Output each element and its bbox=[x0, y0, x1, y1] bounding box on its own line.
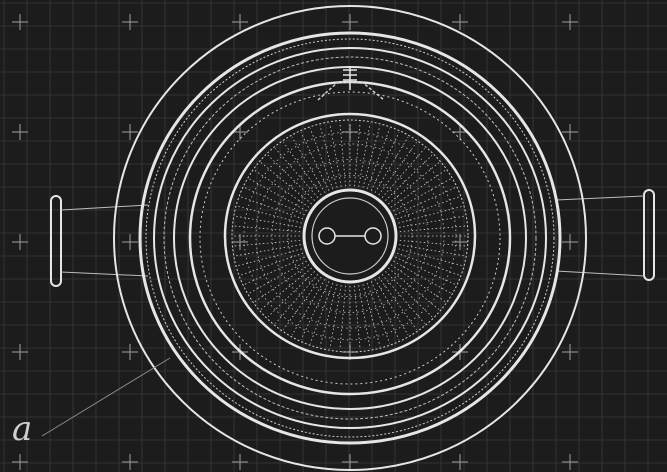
reflector-radial-line bbox=[300, 281, 330, 340]
reflector-radial-line bbox=[240, 196, 304, 220]
top-bracket bbox=[317, 66, 385, 101]
reflector-radial-lines bbox=[234, 121, 466, 351]
reflector-radial-line bbox=[240, 252, 304, 276]
reflector-dish bbox=[223, 112, 477, 360]
reflector-radial-line bbox=[381, 148, 425, 198]
reflector-radial-line bbox=[374, 136, 409, 193]
reflector-radial-line bbox=[385, 271, 433, 318]
reflector-radial-line bbox=[237, 206, 302, 224]
reflector-radial-line bbox=[374, 279, 409, 336]
reflector-ring bbox=[255, 143, 445, 329]
reflector-radial-line bbox=[378, 142, 417, 196]
reflector-radial-line bbox=[234, 225, 301, 232]
reflector-radial-line bbox=[399, 240, 466, 247]
reflector-ring bbox=[243, 131, 457, 341]
reflector-radial-line bbox=[399, 215, 465, 228]
reflector-radial-line bbox=[362, 125, 381, 188]
reflector-ring bbox=[271, 159, 429, 313]
reflector-radial-line bbox=[370, 281, 400, 340]
reflector-radial-line bbox=[354, 285, 361, 350]
reflector-radial-line bbox=[339, 285, 346, 350]
reflector-radial-line bbox=[370, 132, 400, 191]
reflector-radial-line bbox=[399, 244, 465, 257]
left-mounting-bar bbox=[50, 195, 149, 287]
reflector-radial-line bbox=[283, 276, 322, 330]
reflector-radial-line bbox=[358, 123, 371, 187]
reflector-radial-line bbox=[395, 187, 456, 216]
reflector-radial-line bbox=[395, 256, 456, 285]
reflector-radial-line bbox=[399, 225, 466, 232]
annotation-label: a bbox=[12, 409, 33, 449]
reflector-radial-line bbox=[275, 148, 319, 198]
reflector-radial-line bbox=[237, 248, 302, 266]
reflector-radial-line bbox=[309, 282, 334, 344]
reflector-radial-line bbox=[339, 122, 346, 187]
annotation-leader-line bbox=[41, 357, 171, 437]
reflector-radial-line bbox=[390, 170, 446, 208]
reflector-radial-line bbox=[388, 162, 440, 205]
body-rings bbox=[138, 31, 562, 445]
reflector-radial-line bbox=[354, 122, 361, 187]
reflector-radial-line bbox=[366, 282, 391, 344]
reflector-radial-line bbox=[366, 128, 391, 190]
right-mounting-bar bbox=[555, 189, 655, 281]
reflector-radial-line bbox=[244, 187, 305, 216]
reflector-radial-line bbox=[283, 142, 322, 196]
reflector-radial-line bbox=[319, 284, 338, 347]
reflector-radial-line bbox=[254, 170, 310, 208]
reflector-radial-line bbox=[249, 178, 307, 212]
reflector-radial-line bbox=[358, 285, 371, 349]
reflector-dotted-rings bbox=[243, 131, 457, 341]
reflector-radial-line bbox=[291, 136, 326, 193]
reflector-radial-line bbox=[235, 215, 301, 228]
reflector-radial-line bbox=[393, 260, 451, 294]
reflector-radial-line bbox=[385, 154, 433, 201]
reflector-radial-line bbox=[309, 128, 334, 190]
reflector-radial-line bbox=[398, 248, 463, 266]
reflector-radial-line bbox=[275, 274, 319, 324]
reflector-radial-line bbox=[249, 260, 307, 294]
grid-cross-markers bbox=[12, 14, 578, 470]
reflector-radial-line bbox=[267, 154, 315, 201]
reflector-radial-line bbox=[260, 162, 312, 205]
reflector-radial-line bbox=[260, 267, 312, 310]
reflector-radial-line bbox=[235, 244, 301, 257]
reflector-ring bbox=[287, 174, 413, 298]
reflector-radial-line bbox=[300, 132, 330, 191]
reflector-radial-line bbox=[393, 178, 451, 212]
reflector-radial-line bbox=[396, 196, 460, 220]
center-hub bbox=[302, 188, 398, 284]
reflector-radial-line bbox=[381, 274, 425, 324]
reflector-radial-line bbox=[378, 276, 417, 330]
reflector-radial-line bbox=[267, 271, 315, 318]
reflector-radial-line bbox=[396, 252, 460, 276]
reflector-radial-line bbox=[362, 284, 381, 347]
reflector-radial-line bbox=[329, 123, 342, 187]
outer-flange-ring bbox=[113, 5, 587, 471]
reflector-radial-line bbox=[388, 267, 440, 310]
reflector-radial-line bbox=[234, 240, 301, 247]
reflector-radial-line bbox=[390, 264, 446, 302]
reflector-radial-line bbox=[254, 264, 310, 302]
reflector-radial-line bbox=[244, 256, 305, 285]
reflector-radial-line bbox=[319, 125, 338, 188]
reflector-radial-line bbox=[329, 285, 342, 349]
reflector-radial-line bbox=[398, 206, 463, 224]
reflector-radial-line bbox=[291, 279, 326, 336]
